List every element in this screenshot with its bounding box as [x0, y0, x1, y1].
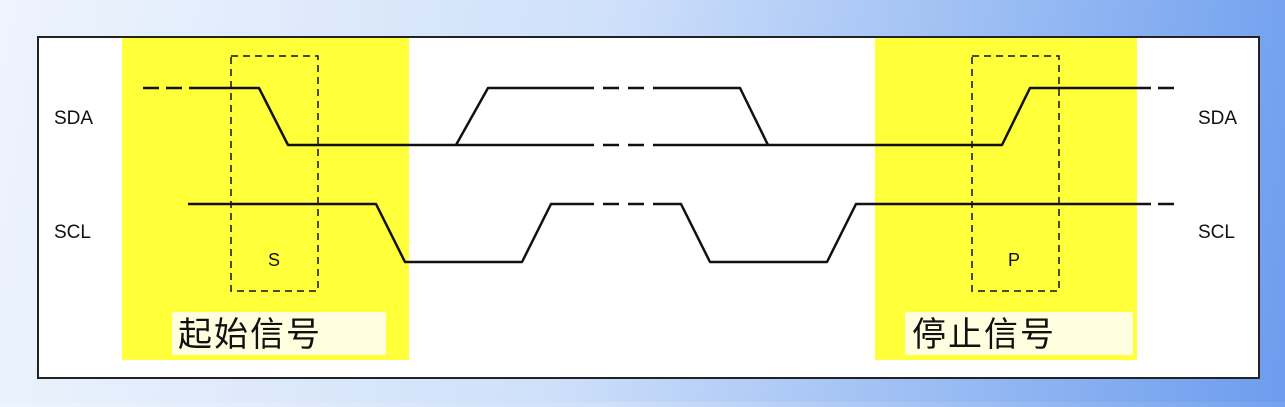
scl-second-pulse: [660, 202, 1135, 264]
stop-marker-box: [971, 55, 1060, 292]
start-caption-box: [172, 312, 386, 355]
start-condition-caption: 起始信号: [178, 315, 322, 355]
start-marker-label: S: [268, 250, 280, 270]
sda-waveform: [143, 86, 1178, 147]
sda-label-left: SDA: [54, 108, 93, 129]
scl-label-right: SCL: [1198, 222, 1235, 243]
sda-start-fall: [192, 86, 578, 147]
scl-waveform: [188, 202, 1178, 264]
stop-condition-caption: 停止信号: [912, 315, 1056, 355]
sda-data-bit-rise: [454, 86, 578, 146]
sda-low-tail: [655, 86, 1135, 147]
stop-caption-box: [905, 312, 1133, 355]
sda-label-right: SDA: [1198, 108, 1237, 129]
start-highlight-region: [122, 38, 409, 360]
start-marker-box: [230, 55, 319, 292]
sda-data-bit-fall: [655, 86, 770, 146]
scl-label-left: SCL: [54, 222, 91, 243]
stop-highlight-region: [875, 38, 1137, 360]
stop-marker-label: P: [1008, 250, 1020, 270]
scl-first-pulse: [188, 202, 578, 264]
